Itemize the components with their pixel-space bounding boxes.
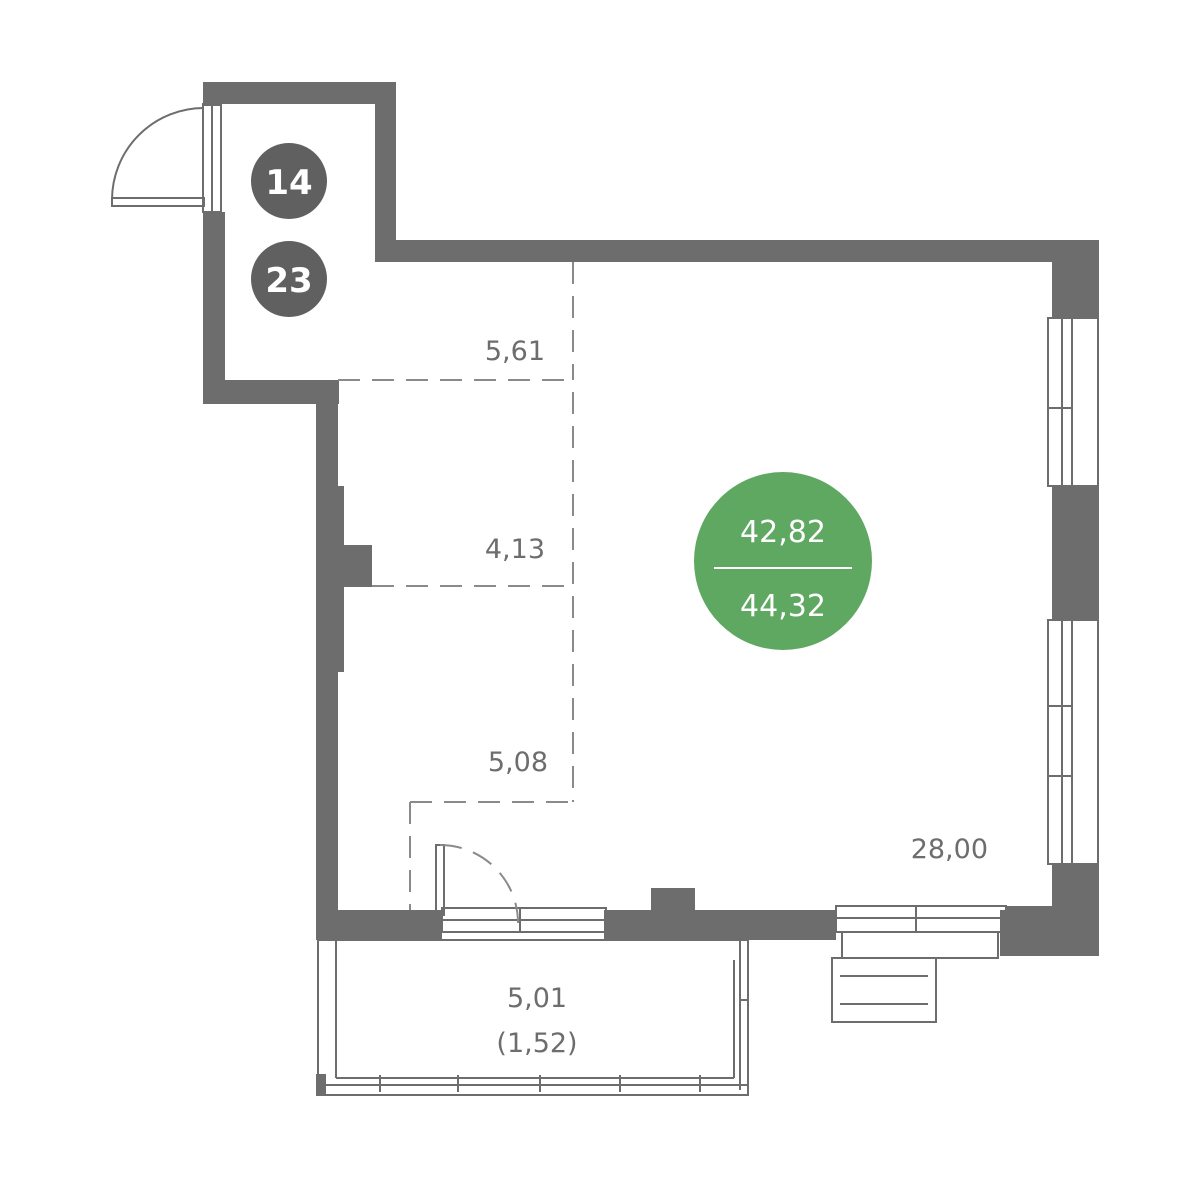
room-area-main: 28,00 [911,834,988,865]
total-area-value: 44,32 [740,589,826,624]
balcony [316,939,749,1096]
badge-circle [251,241,327,317]
wall-right-top [1052,240,1099,318]
wall-main-top [375,240,1099,262]
wall-column [338,545,372,587]
wall-bottom-mid [604,910,836,940]
room-area-balcony-reduced: (1,52) [496,1028,577,1059]
wall-vestibule-left-upper [203,82,221,106]
room-area-storage: 4,13 [485,534,545,565]
wall-bottom-right [1000,910,1099,956]
wall-bottom-column [651,888,695,914]
badge-floor-a: 14 [251,143,327,219]
total-area-circle [694,472,872,650]
window-bottom [831,905,1007,1023]
room-area-entrance: 5,61 [485,336,545,367]
living-area-value: 42,82 [740,515,826,550]
ac-unit [831,957,937,1023]
door-arc-entrance [111,107,205,201]
balcony-mullions [379,999,748,1092]
door-arc-bathroom [439,844,519,924]
room-area-bathroom: 5,08 [488,747,548,778]
window-right-bottom [1047,619,1099,865]
badge-circle [251,143,327,219]
badge-floor-b: 23 [251,241,327,317]
balcony-corner [316,1074,326,1096]
wall-vestibule-top [203,82,395,104]
walls [203,82,1099,956]
room-area-balcony: 5,01 [507,983,567,1014]
badge-text: 23 [265,261,312,301]
balcony-door [435,844,607,933]
badge-text: 14 [265,163,312,203]
total-area-badge: 42,82 44,32 [694,472,872,650]
wall-bottom-left [316,910,442,940]
window-right-top [1047,317,1099,487]
wall-vestibule-left-lower [203,212,225,404]
wall-vestibule-right [375,82,396,262]
zone-separators [338,262,574,910]
balcony-outline [317,939,749,1096]
wall-right-mid [1052,486,1099,620]
entrance-door [111,103,222,213]
